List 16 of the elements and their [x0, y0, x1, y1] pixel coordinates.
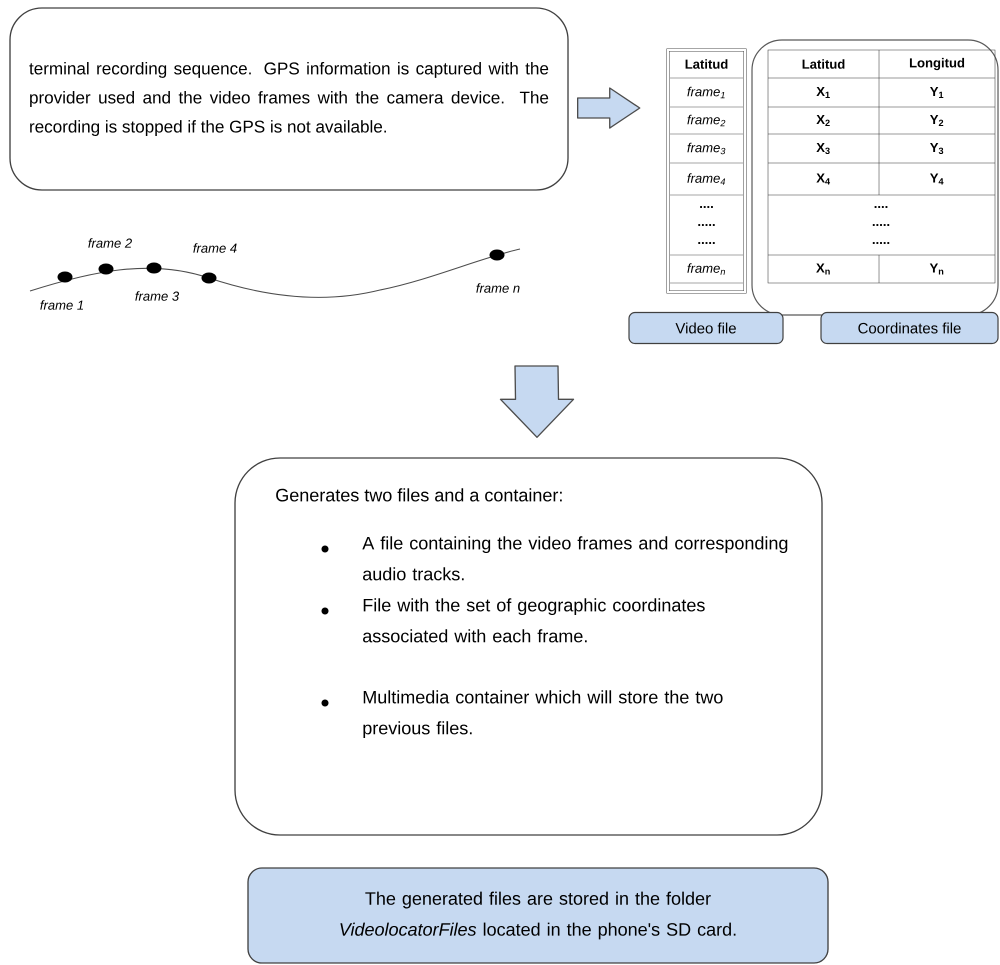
frame-label: frame n [476, 283, 520, 293]
file-label: Coordinates file [820, 312, 999, 344]
frame-label: frame 3 [135, 291, 180, 301]
table-container: Latitud Longitud X$_{1}$ Y$_{1}$ X$_{2}$ Y$_{2}$ X$_{3}$ Y$_{3}$ X$_{4}$ Y$_{4}$ .... ..... ..... X$_{n}$ Y$_{n}$ [751, 39, 999, 316]
bullet-item: File with the set of geographic coordinates associated with each frame. [322, 598, 705, 642]
frame-label: frame 4 [193, 243, 237, 253]
frame-label: frame 2 [88, 238, 132, 248]
table: Latitud frame$_{1}$ frame$_{2}$ frame$_{3}$ frame$_{4}$ .... ..... ..... frame$_{n}$ [666, 48, 747, 294]
block-arrow [577, 87, 640, 129]
frame-label: frame 1 [40, 300, 84, 310]
block-arrow [500, 365, 574, 438]
file-label: Video file [628, 312, 784, 344]
text-box: terminal recording sequence. GPS information is captured with the provider used and the video frames with the camera device. The recording is stopped if the GPS is not available. [9, 7, 569, 191]
note-box: The generated files are stored in the folder VideolocatorFiles located in the phone's SD card. [247, 867, 829, 964]
bullet-item: Multimedia container which will store the two previous files. [322, 690, 723, 738]
bullet-item: A file containing the video frames and corresponding audio tracks. [322, 536, 788, 580]
